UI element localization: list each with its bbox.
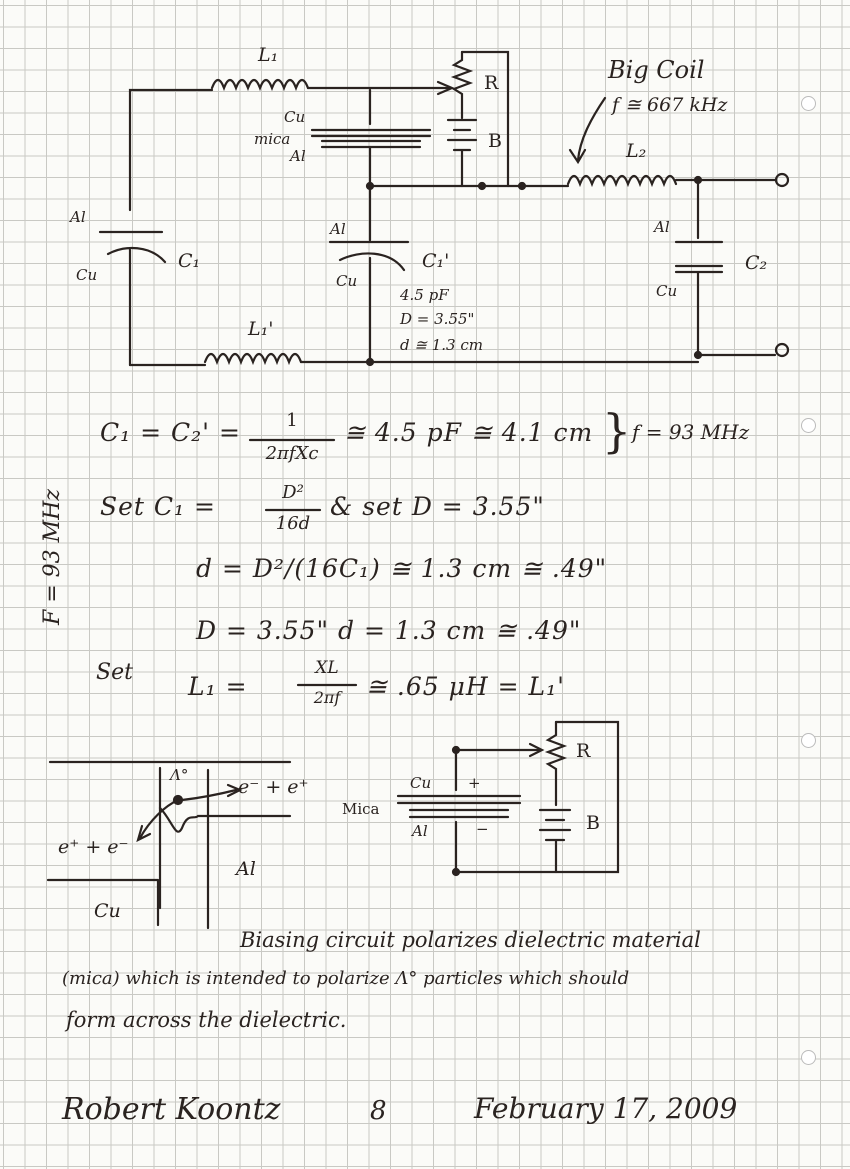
label-big-coil-freq: f ≅ 667 kHz — [612, 94, 728, 116]
terminal — [774, 172, 790, 188]
battery-B — [446, 118, 478, 188]
eq2-denominator: 16d — [275, 513, 311, 534]
label-R-lower: R — [576, 740, 591, 762]
eq4: D = 3.55" d = 1.3 cm ≅ .49" — [196, 616, 582, 645]
label-al-c2: Al — [654, 218, 670, 236]
eq3: d = D²/(16C₁) ≅ 1.3 cm ≅ .49" — [196, 554, 608, 583]
label-al-top: Al — [290, 147, 306, 165]
label-cu: Cu — [94, 900, 121, 922]
label-R: R — [484, 72, 499, 94]
label-plus: + — [468, 774, 481, 792]
label-cu-c1p: Cu — [336, 272, 358, 290]
label-C1: C₁ — [178, 250, 201, 272]
signature-name: Robert Koontz — [62, 1092, 281, 1127]
label-cu-c2: Cu — [656, 282, 678, 300]
label-al-cap: Al — [412, 822, 428, 840]
eq1-brace: } — [602, 404, 632, 458]
eq5-denominator: 2πf — [313, 688, 341, 707]
signature-date: February 17, 2009 — [474, 1092, 738, 1125]
capacitor-C2 — [674, 178, 724, 354]
eq1-numerator: 1 — [286, 410, 298, 431]
inductor-L1p — [203, 352, 303, 366]
label-c1p-D: D = 3.55" — [400, 310, 475, 328]
junction-diagram — [46, 760, 292, 930]
eq1-denominator: 2πfXc — [265, 443, 319, 464]
top-schematic — [98, 50, 790, 367]
side-note-frequency: F = 93 MHz — [40, 489, 65, 625]
eq2-numerator: D² — [282, 482, 304, 503]
capacitor-C1 — [98, 230, 167, 367]
label-mica: Mica — [342, 800, 380, 818]
binder-hole — [801, 1050, 816, 1065]
label-C2: C₂ — [745, 252, 768, 274]
binder-hole — [801, 733, 816, 748]
eq5-right: ≅ .65 μH = L₁' — [366, 672, 565, 701]
label-B-lower: B — [586, 812, 600, 834]
mica-capacitor — [310, 128, 432, 149]
note-line-2: (mica) which is intended to polarize Λ° … — [62, 968, 630, 989]
label-c1p-d: d ≅ 1.3 cm — [400, 336, 483, 354]
label-al: Al — [236, 858, 256, 880]
label-lambda: Λ° — [170, 766, 189, 784]
note-line-1: Biasing circuit polarizes dielectric mat… — [240, 928, 701, 952]
label-c1p-value: 4.5 pF — [400, 286, 449, 304]
label-cu-c1: Cu — [76, 266, 98, 284]
eq1-frequency: f = 93 MHz — [632, 420, 750, 444]
label-B: B — [488, 130, 502, 152]
note-line-3: form across the dielectric. — [66, 1008, 347, 1032]
eq5-left: L₁ = — [188, 672, 248, 701]
resistor-R-lower — [544, 720, 568, 807]
eq1-right: ≅ 4.5 pF ≅ 4.1 cm — [344, 418, 594, 447]
label-al-c1p: Al — [330, 220, 346, 238]
label-cu-cap: Cu — [410, 774, 432, 792]
eq5-set: Set — [96, 660, 133, 685]
label-cu-top: Cu — [284, 108, 306, 126]
label-mica-top: mica — [254, 130, 291, 148]
page-number: 8 — [370, 1096, 387, 1126]
eq2-left: Set C₁ = — [100, 492, 216, 521]
label-C1p: C₁' — [422, 250, 450, 272]
label-pair-left: e⁺ + e⁻ — [58, 836, 129, 858]
label-big-coil: Big Coil — [608, 56, 705, 84]
eq1-left: C₁ = C₂' = — [100, 418, 241, 447]
label-al-c1: Al — [70, 208, 86, 226]
label-minus: − — [476, 820, 489, 838]
label-L1: L₁ — [258, 44, 279, 66]
capacitor-C1p — [328, 184, 410, 364]
inductor-L2 — [566, 174, 678, 188]
resistor-R — [450, 50, 474, 120]
inductor-L1 — [210, 78, 310, 92]
label-pair-right: e⁻ + e⁺ — [238, 776, 309, 798]
eq5-numerator: XL — [315, 658, 339, 678]
mica-capacitor-lower — [396, 794, 522, 819]
label-L2: L₂ — [626, 140, 647, 162]
biasing-circuit — [396, 720, 620, 877]
binder-hole — [801, 418, 816, 433]
binder-hole — [801, 96, 816, 111]
eq2-right: & set D = 3.55" — [330, 492, 545, 521]
terminal — [774, 342, 790, 358]
battery-B-lower — [538, 808, 572, 874]
label-L1-prime: L₁' — [248, 318, 274, 340]
